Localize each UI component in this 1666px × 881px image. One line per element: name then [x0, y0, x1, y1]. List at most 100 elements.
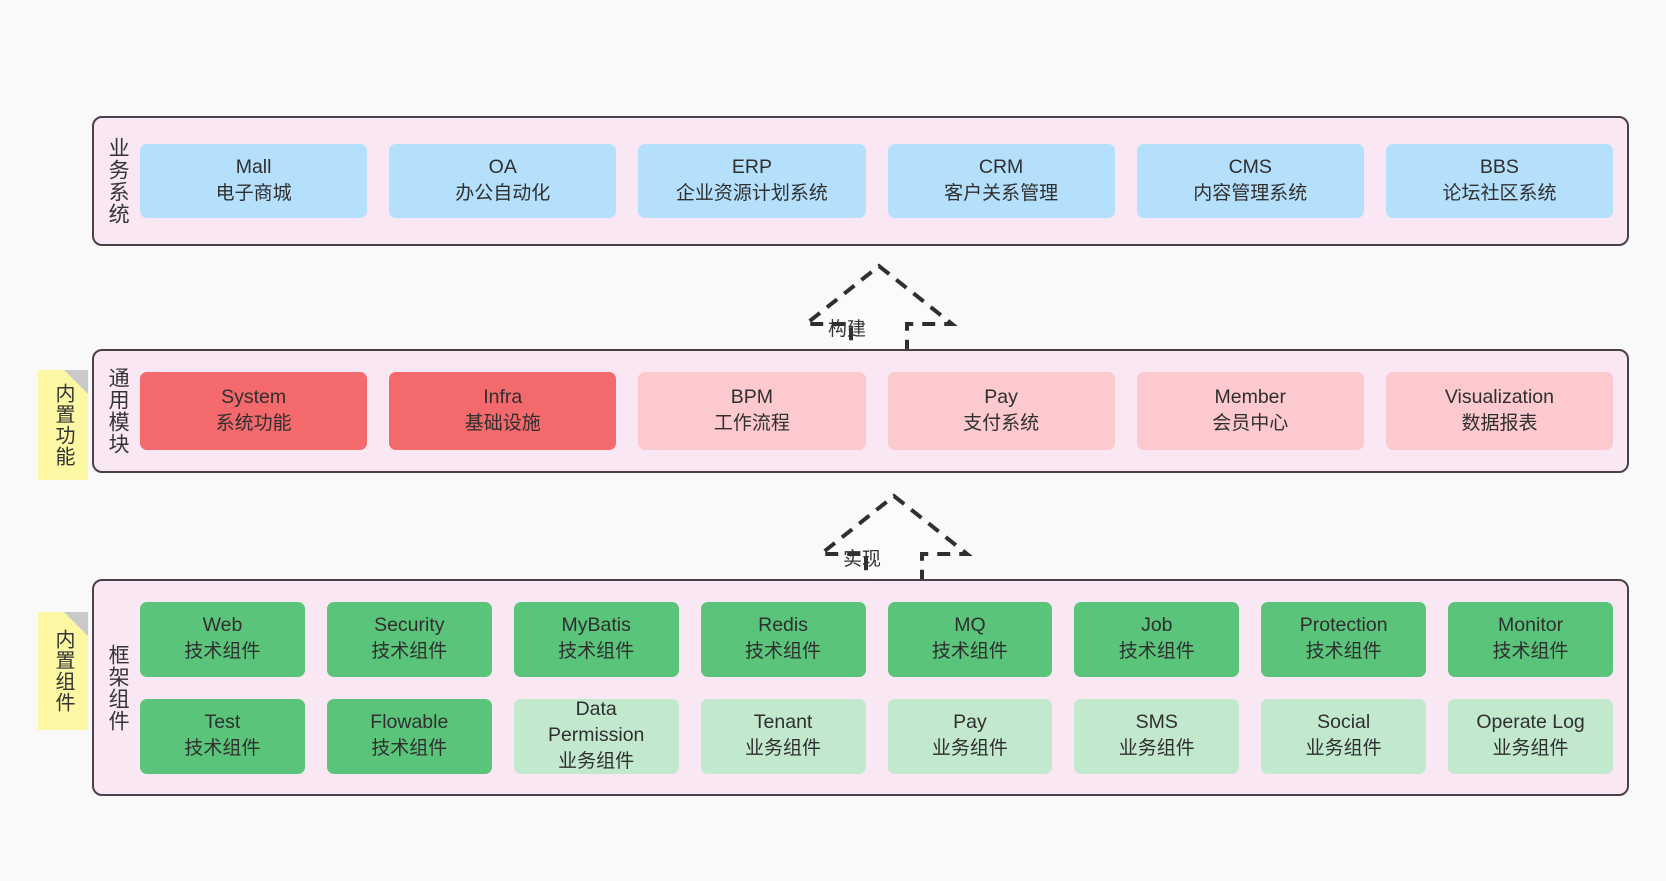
card-subtitle: 技术组件	[184, 641, 261, 663]
card-pay-module[interactable]: Pay 支付系统	[887, 372, 1115, 450]
card-monitor[interactable]: Monitor 技术组件	[1448, 601, 1613, 677]
card-subtitle: 办公自动化	[455, 183, 551, 205]
panel-label-common-modules: 通用模块	[106, 367, 130, 455]
card-protection[interactable]: Protection 技术组件	[1261, 601, 1427, 677]
card-subtitle: 技术组件	[184, 738, 261, 760]
arrow-shape	[815, 493, 973, 588]
card-subtitle: 电子商城	[215, 183, 292, 205]
panel-body-business-systems: Mall 电子商城 OA 办公自动化 ERP 企业资源计划系统 CRM 客户关系…	[140, 118, 1627, 244]
card-title: CRM	[978, 156, 1024, 179]
card-title: Tenant	[753, 711, 813, 734]
card-erp[interactable]: ERP 企业资源计划系统	[638, 144, 866, 218]
card-title: Pay	[953, 711, 987, 734]
panel-body-common-modules: System 系统功能 Infra 基础设施 BPM 工作流程 Pay 支付系统…	[140, 351, 1627, 471]
card-title: Monitor	[1498, 614, 1564, 637]
card-subtitle: 技术组件	[1305, 641, 1382, 663]
card-row: System 系统功能 Infra 基础设施 BPM 工作流程 Pay 支付系统…	[140, 372, 1614, 450]
card-title: Flowable	[370, 711, 449, 734]
card-title: Test	[204, 711, 241, 734]
card-member[interactable]: Member 会员中心	[1136, 372, 1364, 450]
card-title: CMS	[1228, 156, 1272, 179]
card-title: Member	[1214, 386, 1287, 409]
card-oa[interactable]: OA 办公自动化	[389, 144, 617, 218]
card-subtitle: 技术组件	[1492, 641, 1569, 663]
card-title: Data Permission	[547, 698, 645, 747]
card-title: Job	[1141, 614, 1173, 637]
card-security[interactable]: Security 技术组件	[326, 601, 492, 677]
card-row: Mall 电子商城 OA 办公自动化 ERP 企业资源计划系统 CRM 客户关系…	[140, 144, 1614, 218]
arrow-shape	[800, 263, 958, 358]
card-title: Redis	[758, 614, 808, 637]
sticky-note-builtin-components: 内置组件	[38, 612, 88, 730]
card-data-permission[interactable]: Data Permission 业务组件	[513, 698, 679, 774]
card-title: BPM	[730, 386, 774, 409]
arrow-build: 构建	[800, 262, 960, 358]
card-subtitle: 业务组件	[1492, 738, 1569, 760]
card-job[interactable]: Job 技术组件	[1074, 601, 1240, 677]
card-title: MQ	[954, 614, 986, 637]
card-title: Social	[1317, 711, 1371, 734]
card-operate-log[interactable]: Operate Log 业务组件	[1448, 698, 1613, 774]
panel-label-framework-components: 框架组件	[106, 643, 130, 732]
card-subtitle: 业务组件	[1305, 738, 1382, 760]
card-title: Web	[202, 614, 243, 637]
card-subtitle: 内容管理系统	[1193, 183, 1308, 205]
card-crm[interactable]: CRM 客户关系管理	[887, 144, 1115, 218]
card-bbs[interactable]: BBS 论坛社区系统	[1385, 144, 1614, 218]
card-subtitle: 技术组件	[745, 641, 822, 663]
card-subtitle: 技术组件	[558, 641, 635, 663]
card-subtitle: 论坛社区系统	[1442, 183, 1557, 205]
card-subtitle: 业务组件	[1118, 738, 1195, 760]
card-redis[interactable]: Redis 技术组件	[700, 601, 866, 677]
card-mybatis[interactable]: MyBatis 技术组件	[513, 601, 679, 677]
card-subtitle: 企业资源计划系统	[675, 183, 828, 205]
panel-business-systems: 业务系统 Mall 电子商城 OA 办公自动化 ERP 企业资源计划系统 CRM…	[92, 116, 1629, 246]
card-row-business: Test 技术组件 Flowable 技术组件 Data Permission …	[140, 698, 1613, 774]
card-infra[interactable]: Infra 基础设施	[389, 372, 617, 450]
card-pay-component[interactable]: Pay 业务组件	[887, 698, 1053, 774]
card-mall[interactable]: Mall 电子商城	[140, 144, 368, 218]
card-subtitle: 业务组件	[745, 738, 822, 760]
card-subtitle: 业务组件	[558, 751, 635, 773]
arrow-label-build: 构建	[828, 319, 867, 340]
card-social[interactable]: Social 业务组件	[1261, 698, 1427, 774]
card-title: BBS	[1479, 156, 1519, 179]
card-mq[interactable]: MQ 技术组件	[887, 601, 1053, 677]
card-cms[interactable]: CMS 内容管理系统	[1136, 144, 1364, 218]
card-system[interactable]: System 系统功能	[140, 372, 368, 450]
card-title: MyBatis	[561, 614, 631, 637]
panel-body-framework-components: Web 技术组件 Security 技术组件 MyBatis 技术组件 Redi…	[140, 581, 1627, 794]
card-subtitle: 系统功能	[215, 413, 292, 435]
card-subtitle: 业务组件	[931, 738, 1008, 760]
card-subtitle: 支付系统	[963, 413, 1040, 435]
card-test[interactable]: Test 技术组件	[140, 698, 305, 774]
panel-framework-components: 框架组件 Web 技术组件 Security 技术组件 MyBatis 技术组件…	[92, 579, 1629, 796]
card-title: System	[221, 386, 287, 409]
card-visualization[interactable]: Visualization 数据报表	[1385, 372, 1614, 450]
sticky-note-builtin-features: 内置功能	[38, 370, 88, 480]
card-flowable[interactable]: Flowable 技术组件	[326, 698, 492, 774]
card-subtitle: 客户关系管理	[944, 183, 1059, 205]
card-title: OA	[488, 156, 517, 179]
card-web[interactable]: Web 技术组件	[140, 601, 305, 677]
card-subtitle: 技术组件	[371, 641, 448, 663]
arrow-label-implement: 实现	[843, 549, 882, 570]
card-subtitle: 工作流程	[713, 413, 790, 435]
arrow-implement: 实现	[815, 492, 975, 588]
card-tenant[interactable]: Tenant 业务组件	[700, 698, 866, 774]
card-sms[interactable]: SMS 业务组件	[1074, 698, 1240, 774]
card-title: SMS	[1135, 711, 1178, 734]
card-title: Security	[374, 614, 445, 637]
card-row-tech: Web 技术组件 Security 技术组件 MyBatis 技术组件 Redi…	[140, 601, 1613, 677]
card-subtitle: 会员中心	[1212, 413, 1289, 435]
card-subtitle: 基础设施	[464, 413, 541, 435]
card-bpm[interactable]: BPM 工作流程	[638, 372, 866, 450]
card-title: Visualization	[1444, 386, 1555, 409]
card-subtitle: 技术组件	[371, 738, 448, 760]
card-title: Protection	[1299, 614, 1388, 637]
card-title: Pay	[984, 386, 1018, 409]
card-subtitle: 技术组件	[1118, 641, 1195, 663]
card-title: Mall	[235, 156, 272, 179]
note-fold-corner-icon	[64, 612, 88, 636]
